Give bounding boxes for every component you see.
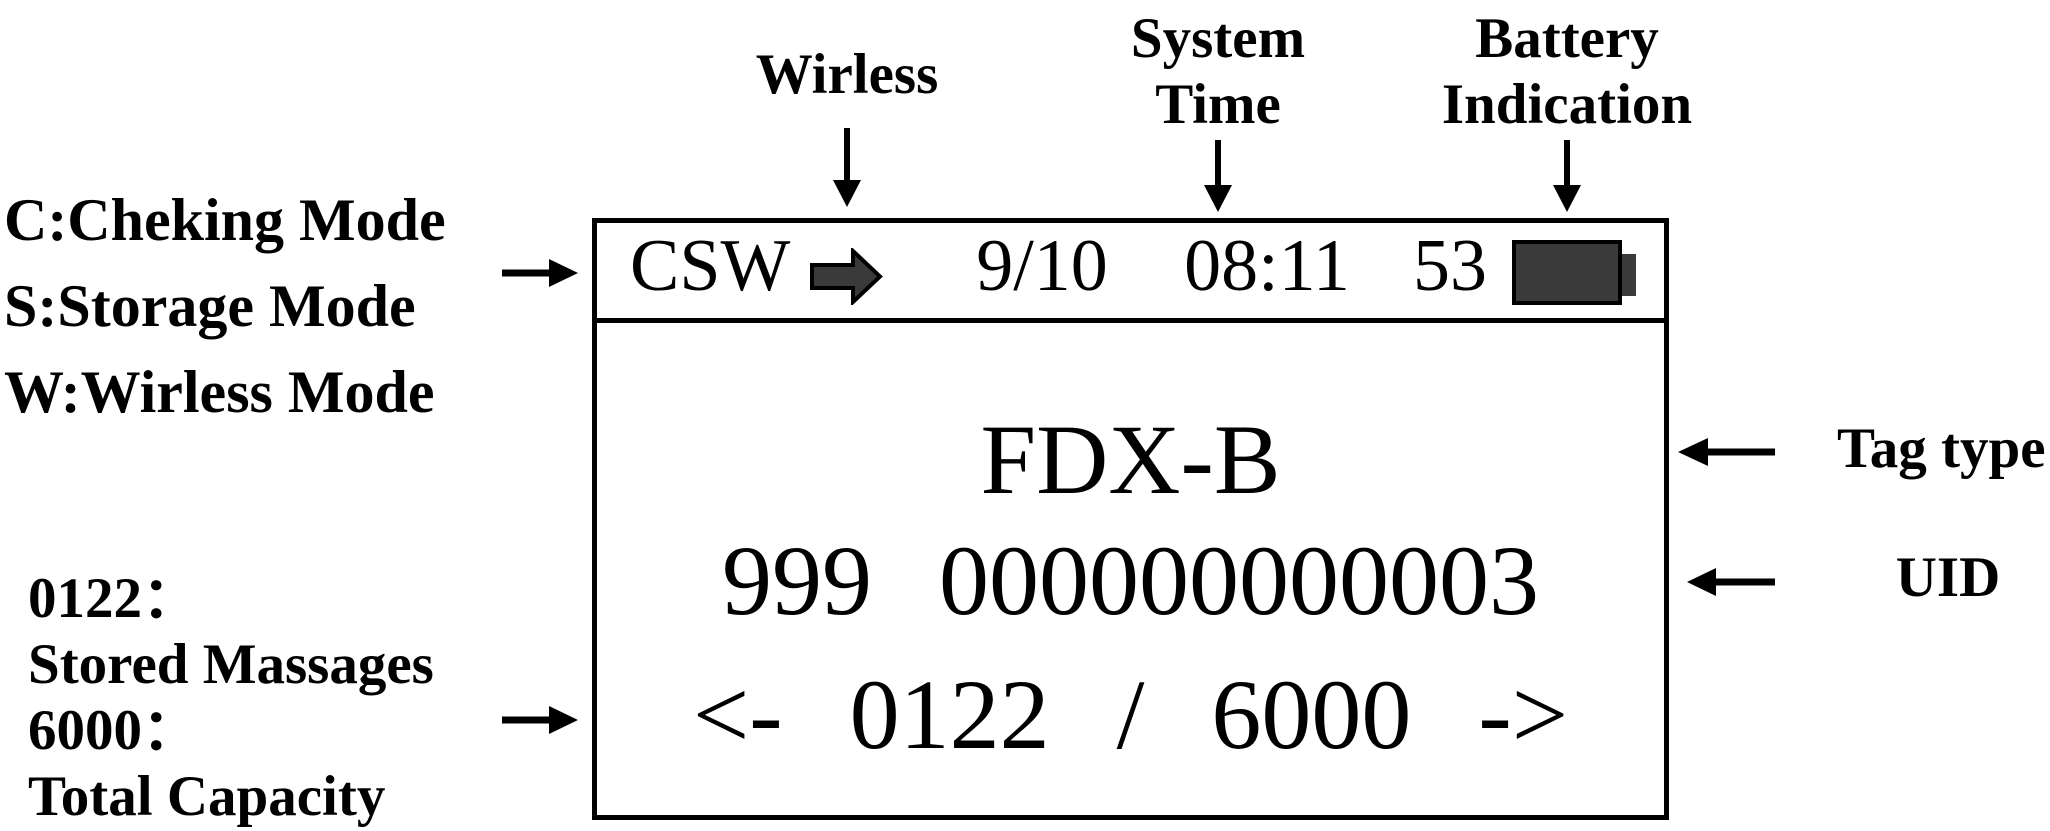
- status-bar: CSW 9/10 08:11 53: [597, 223, 1664, 323]
- battery-callout-line1: Battery: [1475, 7, 1659, 70]
- mode-legend-wireless: W:Wirless Mode: [4, 359, 435, 425]
- stored-messages-value: 0122：: [28, 567, 199, 630]
- system-time-callout-label: System Time: [1131, 6, 1305, 138]
- uid-callout-label: UID: [1895, 546, 2001, 609]
- mode-legend: C:Cheking Mode S:Storage Mode W:Wirless …: [4, 177, 446, 435]
- wireless-callout-label: Wirless: [755, 43, 939, 106]
- system-time-down-arrow: [1204, 140, 1232, 212]
- mode-indicator: CSW: [630, 225, 791, 307]
- status-date: 9/10: [976, 225, 1108, 307]
- counter-legend: 0122： Stored Massages 6000： Total Capaci…: [28, 566, 434, 830]
- battery-down-arrow: [1553, 140, 1581, 212]
- device-screen: CSW 9/10 08:11 53 FDX-B 999 000000000003…: [592, 218, 1669, 820]
- tag-type-left-arrow: [1678, 438, 1775, 466]
- battery-percent: 53: [1413, 225, 1487, 307]
- system-time-callout-line1: System: [1130, 7, 1306, 70]
- total-capacity-label: Total Capacity: [28, 765, 386, 828]
- stored-messages-label: Stored Massages: [28, 633, 434, 696]
- mode-legend-right-arrow: [502, 259, 578, 287]
- battery-callout-line2: Indication: [1441, 73, 1693, 136]
- system-time-callout-line2: Time: [1155, 73, 1281, 136]
- wireless-transfer-block-arrow-icon: [810, 248, 883, 305]
- battery-icon: [1512, 240, 1622, 305]
- battery-terminal-nub: [1622, 254, 1636, 296]
- wireless-down-arrow: [833, 128, 861, 207]
- message-counter-nav: <- 0122 / 6000 ->: [692, 659, 1569, 770]
- total-capacity-value: 6000：: [28, 699, 199, 762]
- tag-type-callout-label: Tag type: [1837, 417, 2046, 480]
- uid-left-arrow: [1687, 568, 1775, 596]
- status-time: 08:11: [1184, 225, 1350, 307]
- counter-right-arrow: [502, 706, 578, 734]
- uid-value: 999 000000000003: [722, 525, 1539, 636]
- battery-callout-label: Battery Indication: [1442, 6, 1692, 138]
- mode-legend-storage: S:Storage Mode: [4, 273, 416, 339]
- tag-type-value: FDX-B: [980, 404, 1281, 515]
- mode-legend-checking: C:Cheking Mode: [4, 187, 446, 253]
